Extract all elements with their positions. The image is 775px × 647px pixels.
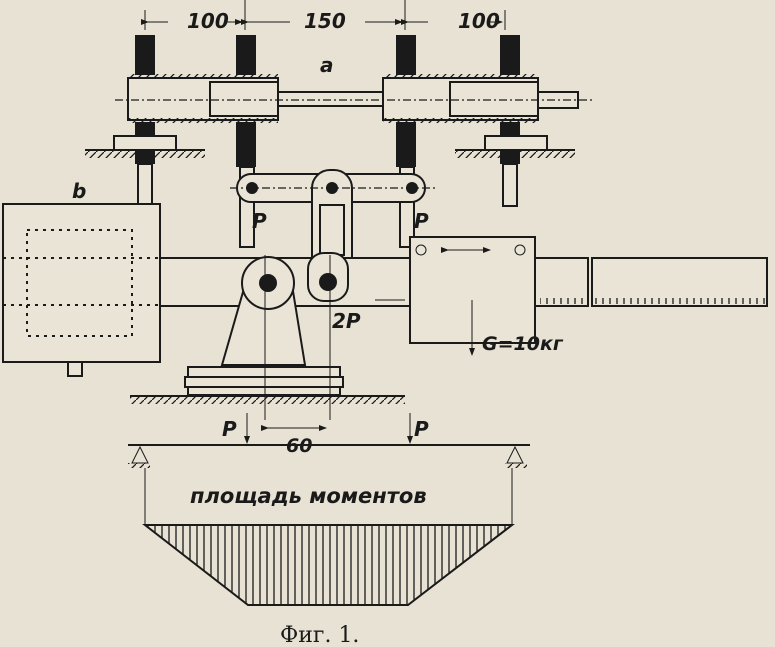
pivot-pedestal	[130, 252, 405, 420]
force-label-p-right: P	[414, 209, 429, 233]
force-label-p-left: P	[252, 209, 267, 233]
dimension-150: 150	[304, 9, 346, 33]
force-label-2p: 2P	[332, 309, 361, 333]
sliding-weight	[409, 236, 536, 356]
bearing-pedestals	[85, 135, 575, 158]
dimension-100-right: 100	[458, 9, 500, 33]
dimension-100-left: 100	[187, 9, 229, 33]
dimension-line-top	[141, 0, 506, 30]
moment-area-label: площадь моментов	[190, 484, 427, 508]
arm-label-b: b	[72, 179, 86, 203]
shaft-label-a: a	[320, 53, 334, 77]
figure-caption: Фиг. 1.	[280, 623, 359, 647]
balance-beam	[159, 257, 768, 307]
counterweight-box	[2, 203, 161, 377]
diagram-force-p-right: P	[414, 417, 429, 441]
diagram-force-p-left: P	[222, 417, 237, 441]
moment-diagram	[128, 413, 530, 606]
test-shaft	[115, 74, 595, 123]
weight-label: G=10кг	[482, 333, 564, 355]
